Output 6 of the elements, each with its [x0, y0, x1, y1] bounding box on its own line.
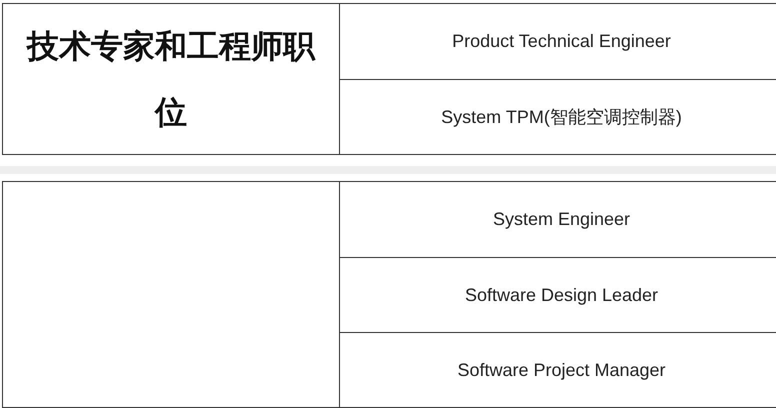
table-cell: System TPM(智能空调控制器) — [339, 79, 776, 154]
table-cell: System Engineer — [339, 182, 776, 257]
table-cell: Product Technical Engineer — [339, 4, 776, 79]
table-cell: Software Project Manager — [339, 332, 776, 407]
row-header: 技术专家和工程师职位 — [25, 27, 316, 132]
table-cell: Software Design Leader — [339, 257, 776, 332]
